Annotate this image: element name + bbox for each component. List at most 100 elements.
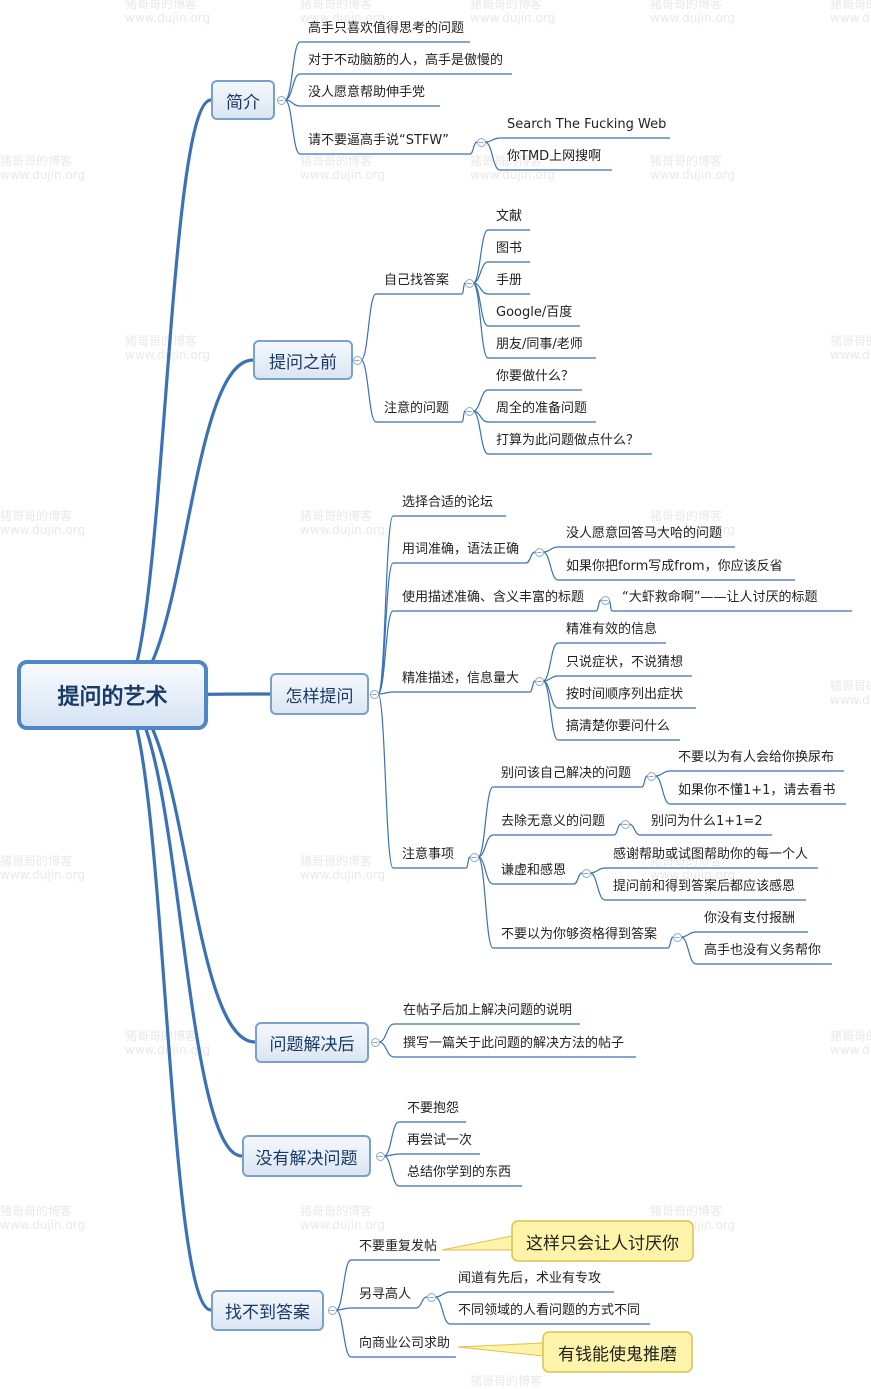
collapse-toggle-icon[interactable]: − <box>534 547 544 557</box>
topic-label[interactable]: 打算为此问题做点什么？ <box>496 433 640 448</box>
topic-label[interactable]: 如果你把form写成from，你应该反省 <box>566 559 783 574</box>
topic-label[interactable]: 别问为什么1+1=2 <box>651 814 763 829</box>
connector <box>378 1023 395 1043</box>
topic-label[interactable]: 文献 <box>496 209 523 224</box>
topic-label[interactable]: 精准有效的信息 <box>566 622 658 637</box>
topic-label[interactable]: 提问前和得到答案后都应该感恩 <box>613 879 796 894</box>
branch-before-asking[interactable]: 提问之前 <box>253 340 353 380</box>
collapse-toggle-icon[interactable]: − <box>352 355 362 365</box>
callout-pointer <box>457 1342 544 1357</box>
watermark-text: www.dujin.org <box>650 868 735 882</box>
topic-label[interactable]: 你没有支付报酬 <box>704 911 796 926</box>
topic-label[interactable]: 闻道有先后，术业有专攻 <box>458 1271 602 1286</box>
topic-label[interactable]: 不要以为有人会给你换尿布 <box>678 750 835 765</box>
branch-no-answer[interactable]: 找不到答案 <box>211 1290 324 1331</box>
branch-intro[interactable]: 简介 <box>211 80 275 120</box>
callout-box <box>542 1331 693 1373</box>
topic-label[interactable]: 总结你学到的东西 <box>407 1165 512 1180</box>
topic-label[interactable]: 没人愿意帮助伸手党 <box>308 85 426 100</box>
connector <box>542 642 559 682</box>
collapse-toggle-icon[interactable]: − <box>672 932 682 942</box>
topic-label[interactable]: Google/百度 <box>496 305 573 320</box>
topic-label[interactable]: 高手也没有义务帮你 <box>704 943 822 958</box>
topic-label[interactable]: 没人愿意回答马大哈的问题 <box>566 526 723 541</box>
collapse-toggle-icon[interactable]: − <box>327 1305 337 1315</box>
topic-label[interactable]: 不要抱怨 <box>407 1101 460 1116</box>
collapse-toggle-icon[interactable]: − <box>370 1037 380 1047</box>
branch-how-to-ask[interactable]: 怎样提问 <box>270 673 369 715</box>
connector <box>335 1309 352 1358</box>
collapse-toggle-icon[interactable]: − <box>476 137 486 147</box>
topic-label[interactable]: 去除无意义的问题 <box>501 814 606 829</box>
collapse-toggle-icon[interactable]: − <box>369 689 379 699</box>
collapse-toggle-icon[interactable]: − <box>464 406 474 416</box>
topic-label[interactable]: 选择合适的论坛 <box>402 495 494 510</box>
topic-label[interactable]: 不要重复发帖 <box>359 1239 438 1254</box>
collapse-toggle-icon[interactable]: − <box>469 852 479 862</box>
topic-label[interactable]: 在帖子后加上解决问题的说明 <box>403 1003 573 1018</box>
collapse-toggle-icon[interactable]: − <box>534 676 544 686</box>
topic-label[interactable]: 感谢帮助或试图帮助你的每一个人 <box>613 847 809 862</box>
branch-not-solved[interactable]: 没有解决问题 <box>242 1135 371 1177</box>
topic-label[interactable]: 请不要逼高手说“STFW” <box>308 133 449 148</box>
topic-label[interactable]: 谦虚和感恩 <box>501 863 567 878</box>
topic-label[interactable]: 朋友/同事/老师 <box>496 337 583 352</box>
topic-label[interactable]: 精准描述，信息量大 <box>402 671 520 686</box>
topic-label[interactable]: 图书 <box>496 241 523 256</box>
topic-label[interactable]: 只说症状，不说猜想 <box>566 655 684 670</box>
watermark-text: www.dujin.org <box>650 523 735 537</box>
topic-label[interactable]: 撰写一篇关于此问题的解决方法的帖子 <box>403 1036 625 1051</box>
collapse-toggle-icon[interactable]: − <box>276 95 286 105</box>
topic-label[interactable]: 高手只喜欢值得思考的问题 <box>308 21 465 36</box>
topic-label[interactable]: 手册 <box>496 273 523 288</box>
collapse-toggle-icon[interactable]: − <box>620 819 630 829</box>
connector <box>641 775 648 788</box>
topic-label[interactable]: 不要以为你够资格得到答案 <box>501 927 658 942</box>
collapse-toggle-icon[interactable]: − <box>426 1292 436 1302</box>
connector <box>360 359 377 423</box>
watermark-text: 猪哥哥的博客 <box>470 1373 542 1388</box>
collapse-toggle-icon[interactable]: − <box>646 771 656 781</box>
topic-label[interactable]: 用词准确，语法正确 <box>402 542 520 557</box>
topic-label[interactable]: 别问该自己解决的问题 <box>501 766 632 781</box>
topic-label[interactable]: 周全的准备问题 <box>496 401 588 416</box>
callout-money[interactable]: 有钱能使鬼推磨 <box>558 1344 677 1365</box>
watermark-text: www.dujin.org <box>300 1218 385 1232</box>
root-topic[interactable]: 提问的艺术 <box>17 660 208 730</box>
connector <box>477 834 494 858</box>
topic-label[interactable]: 对于不动脑筋的人，高手是傲慢的 <box>308 53 504 68</box>
topic-label[interactable]: 自己找答案 <box>384 273 450 288</box>
topic-label[interactable]: 你要做什么？ <box>496 369 575 384</box>
collapse-toggle-icon[interactable]: − <box>464 278 474 288</box>
topic-label[interactable]: 再尝试一次 <box>407 1133 473 1148</box>
connector <box>589 872 606 901</box>
watermark-text: www.dujin.org <box>0 1218 85 1232</box>
callout-annoying[interactable]: 这样只会让人讨厌你 <box>526 1233 679 1254</box>
connector <box>377 693 394 869</box>
branch-after-solved[interactable]: 问题解决后 <box>255 1022 369 1063</box>
topic-label[interactable]: 注意事项 <box>402 847 455 862</box>
watermark-text: 猪哥哥的博客 <box>300 153 372 168</box>
collapse-toggle-icon[interactable]: − <box>600 595 610 605</box>
main-branch-line <box>119 693 212 1312</box>
connector <box>654 770 671 777</box>
watermark-text: www.dujin.org <box>830 348 871 362</box>
collapse-toggle-icon[interactable]: − <box>375 1151 385 1161</box>
topic-label[interactable]: 另寻高人 <box>359 1287 412 1302</box>
topic-label[interactable]: 向商业公司求助 <box>359 1336 451 1351</box>
topic-label[interactable]: 你TMD上网搜啊 <box>507 149 602 164</box>
callout-box <box>511 1220 694 1262</box>
topic-label[interactable]: Search The Fucking Web <box>507 117 667 132</box>
watermark-text: 猪哥哥的博客 <box>125 0 197 11</box>
topic-label[interactable]: “大虾救命啊”——让人讨厌的标题 <box>622 590 818 605</box>
connector <box>680 936 697 965</box>
topic-label[interactable]: 使用描述准确、含义丰富的标题 <box>402 590 585 605</box>
topic-label[interactable]: 搞清楚你要问什么 <box>566 719 671 734</box>
topic-label[interactable]: 注意的问题 <box>384 401 450 416</box>
watermark-text: www.dujin.org <box>830 1043 871 1057</box>
topic-label[interactable]: 不同领域的人看问题的方式不同 <box>458 1303 641 1318</box>
topic-label[interactable]: 如果你不懂1+1，请去看书 <box>678 783 836 798</box>
watermark-text: www.dujin.org <box>0 868 85 882</box>
topic-label[interactable]: 按时间顺序列出症状 <box>566 687 684 702</box>
collapse-toggle-icon[interactable]: − <box>581 868 591 878</box>
